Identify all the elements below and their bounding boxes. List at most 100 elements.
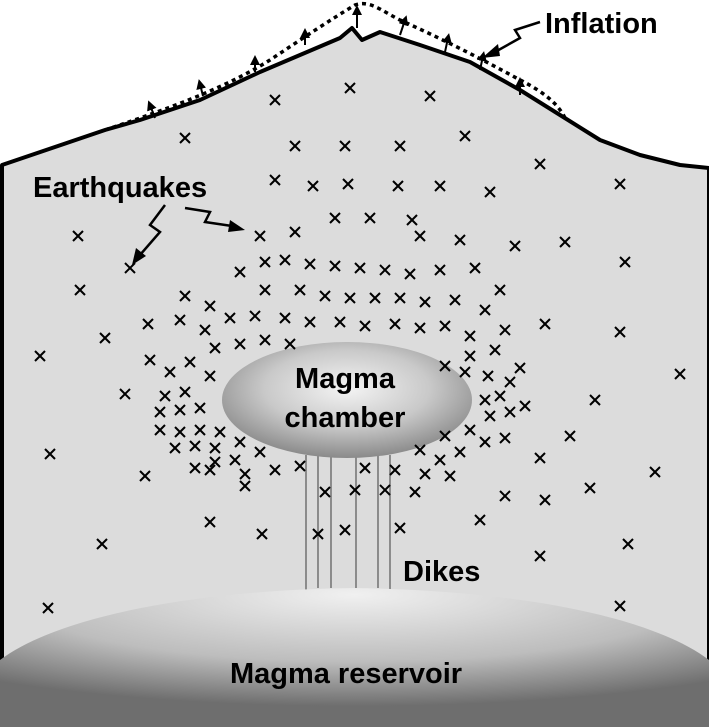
earthquake-marker <box>259 284 271 296</box>
earthquake-marker <box>489 344 501 356</box>
earthquake-marker <box>479 394 491 406</box>
earthquake-marker <box>584 482 596 494</box>
earthquake-marker <box>194 424 206 436</box>
inflation-arrow <box>196 79 207 97</box>
earthquake-marker <box>164 366 176 378</box>
earthquake-marker <box>504 406 516 418</box>
earthquake-marker <box>359 320 371 332</box>
earthquake-marker <box>482 370 494 382</box>
earthquake-marker <box>174 404 186 416</box>
earthquake-marker <box>119 388 131 400</box>
earthquake-marker <box>269 94 281 106</box>
earthquake-marker <box>259 334 271 346</box>
earthquake-marker <box>499 490 511 502</box>
magma-chamber <box>222 342 472 458</box>
earthquake-marker <box>284 338 296 350</box>
earthquake-marker <box>279 254 291 266</box>
dikes-label: Dikes <box>403 556 480 588</box>
earthquake-marker <box>184 356 196 368</box>
earthquake-marker <box>622 538 634 550</box>
earthquake-marker <box>159 390 171 402</box>
earthquake-marker <box>519 400 531 412</box>
earthquake-marker <box>289 140 301 152</box>
earthquake-marker <box>414 230 426 242</box>
earthquake-marker <box>209 342 221 354</box>
earthquake-marker <box>434 454 446 466</box>
earthquakes-pointer-right <box>184 206 245 232</box>
earthquake-marker <box>474 514 486 526</box>
earthquake-marker <box>204 464 216 476</box>
earthquake-marker <box>394 522 406 534</box>
earthquake-marker <box>209 442 221 454</box>
earthquake-marker <box>414 444 426 456</box>
earthquake-marker <box>494 284 506 296</box>
earthquake-marker <box>409 486 421 498</box>
earthquake-marker <box>279 312 291 324</box>
earthquake-marker <box>479 304 491 316</box>
earthquake-marker <box>179 290 191 302</box>
earthquake-marker <box>234 338 246 350</box>
earthquake-marker <box>256 528 268 540</box>
earthquake-marker <box>394 292 406 304</box>
earthquake-marker <box>144 354 156 366</box>
earthquake-marker <box>319 290 331 302</box>
earthquake-marker <box>449 294 461 306</box>
earthquake-marker <box>239 468 251 480</box>
earthquake-marker <box>392 180 404 192</box>
earthquake-marker <box>169 442 181 454</box>
earthquake-marker <box>209 456 221 468</box>
earthquake-marker <box>649 466 661 478</box>
earthquake-marker <box>199 324 211 336</box>
earthquake-marker <box>434 264 446 276</box>
earthquake-marker <box>294 460 306 472</box>
earthquake-marker <box>439 430 451 442</box>
magma-chamber-label-line1: Magma <box>295 363 396 395</box>
inflation-arrow <box>442 33 452 53</box>
earthquake-marker <box>179 132 191 144</box>
earthquake-marker <box>319 486 331 498</box>
earthquakes-pointer-left <box>132 204 166 265</box>
earthquake-marker <box>189 462 201 474</box>
inflation-arrow <box>477 51 487 71</box>
earthquake-marker <box>499 432 511 444</box>
inflation-pointer <box>482 20 541 58</box>
earthquake-marker <box>254 446 266 458</box>
earthquake-marker <box>379 264 391 276</box>
earthquake-marker <box>234 436 246 448</box>
earthquake-marker <box>369 292 381 304</box>
earthquake-marker <box>174 426 186 438</box>
earthquake-marker <box>464 330 476 342</box>
earthquake-marker <box>674 368 686 380</box>
earthquake-marker <box>154 424 166 436</box>
earthquake-marker <box>349 484 361 496</box>
earthquake-marker <box>96 538 108 550</box>
magma-chamber-label-line2: chamber <box>285 402 406 434</box>
earthquake-marker <box>339 140 351 152</box>
earthquake-marker <box>454 446 466 458</box>
earthquake-marker <box>406 214 418 226</box>
earthquake-marker <box>464 424 476 436</box>
earthquake-marker <box>414 322 426 334</box>
earthquake-marker <box>439 320 451 332</box>
earthquake-marker <box>464 350 476 362</box>
earthquake-marker <box>484 410 496 422</box>
earthquake-marker <box>494 390 506 402</box>
earthquake-marker <box>269 464 281 476</box>
earthquake-marker <box>194 402 206 414</box>
magma-reservoir-label: Magma reservoir <box>230 658 462 690</box>
earthquake-marker <box>329 212 341 224</box>
earthquake-marker <box>434 180 446 192</box>
earthquake-marker <box>539 318 551 330</box>
earthquake-marker <box>614 326 626 338</box>
earthquake-marker <box>142 318 154 330</box>
earthquake-marker <box>249 310 261 322</box>
earthquake-marker <box>254 230 266 242</box>
earthquake-marker <box>174 314 186 326</box>
earthquake-marker <box>479 436 491 448</box>
earthquake-marker <box>304 258 316 270</box>
earthquake-marker <box>589 394 601 406</box>
earthquake-marker <box>499 324 511 336</box>
earthquake-marker <box>359 462 371 474</box>
